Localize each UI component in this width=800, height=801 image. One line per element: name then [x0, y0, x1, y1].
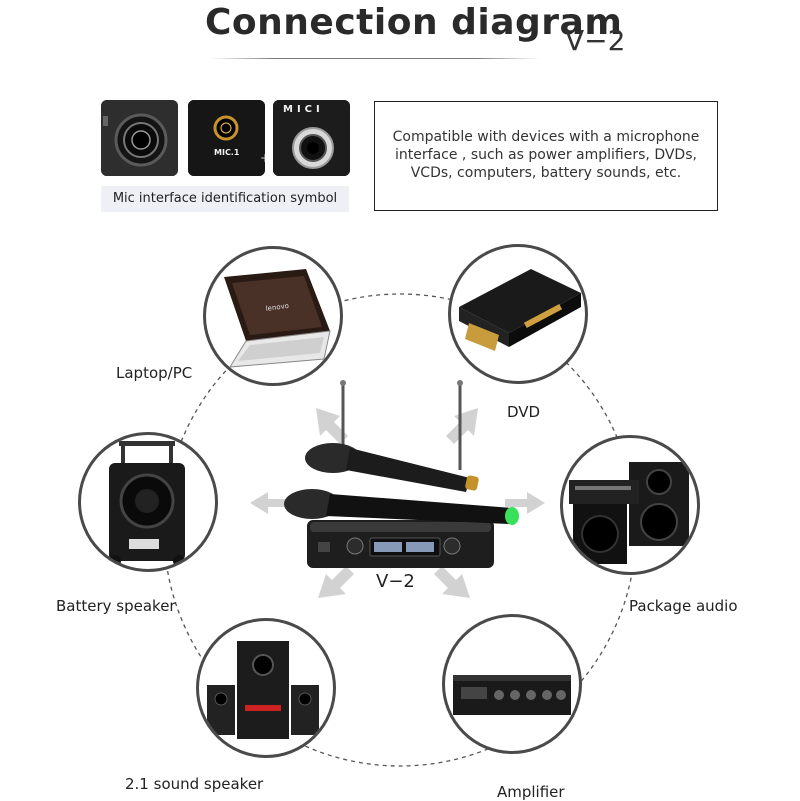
mic-jack-icon	[273, 100, 350, 176]
mic-jack-tile-1	[101, 100, 178, 176]
package-audio-icon	[569, 462, 689, 564]
wireless-microphone-icon	[284, 489, 519, 525]
arrow-right-icon	[505, 492, 545, 514]
mic-jack-tile-3: MICI	[273, 100, 350, 176]
wireless-receiver-icon	[307, 380, 494, 568]
page-title: Connection diagram	[205, 2, 623, 43]
arrow-up-right-icon	[446, 408, 478, 444]
amplifier-icon	[453, 675, 571, 715]
device-circle-dvd	[448, 244, 588, 384]
sound-speaker-2-1-icon	[207, 641, 319, 739]
mic-tile-label: MIC.1	[214, 148, 240, 157]
arrow-down-right-icon	[434, 566, 470, 598]
dvd-player-icon	[459, 269, 581, 351]
device-circle-sound-speaker	[196, 618, 336, 758]
device-circle-package-audio	[560, 435, 700, 575]
device-circle-battery-speaker	[78, 432, 218, 572]
mic-tile-label: MICI	[283, 104, 324, 115]
battery-speaker-icon	[109, 441, 185, 567]
device-label-dvd: DVD	[507, 403, 541, 421]
receiver-label: V−2	[376, 571, 415, 592]
mic-jack-icon: +	[188, 100, 265, 176]
wireless-microphone-icon	[305, 443, 479, 492]
arrow-down-left-icon	[318, 566, 354, 598]
arrow-left-icon	[250, 492, 290, 514]
device-label-battery-speaker: Battery speaker	[56, 597, 176, 615]
model-subtitle: V−2	[565, 24, 626, 57]
device-circle-laptop: lenovo	[203, 246, 343, 386]
device-label-sound-speaker: 2.1 sound speaker	[125, 775, 264, 793]
svg-text:+: +	[260, 151, 265, 165]
device-label-laptop: Laptop/PC	[116, 364, 193, 382]
compatibility-text: Compatible with devices with a microphon…	[392, 129, 700, 181]
device-label-amplifier: Amplifier	[497, 783, 565, 801]
mic-interface-caption: Mic interface identification symbol	[101, 186, 349, 212]
svg-text:lenovo: lenovo	[265, 302, 289, 313]
device-circle-amplifier	[442, 614, 582, 754]
device-label-package-audio: Package audio	[629, 597, 738, 615]
compatibility-box: Compatible with devices with a microphon…	[374, 101, 718, 211]
mic-jack-icon	[101, 100, 178, 176]
laptop-icon: lenovo	[224, 269, 331, 368]
title-divider	[210, 58, 540, 59]
mic-jack-tile-2: + MIC.1	[188, 100, 265, 176]
arrow-group	[250, 408, 545, 598]
arrow-up-left-icon	[316, 408, 348, 444]
